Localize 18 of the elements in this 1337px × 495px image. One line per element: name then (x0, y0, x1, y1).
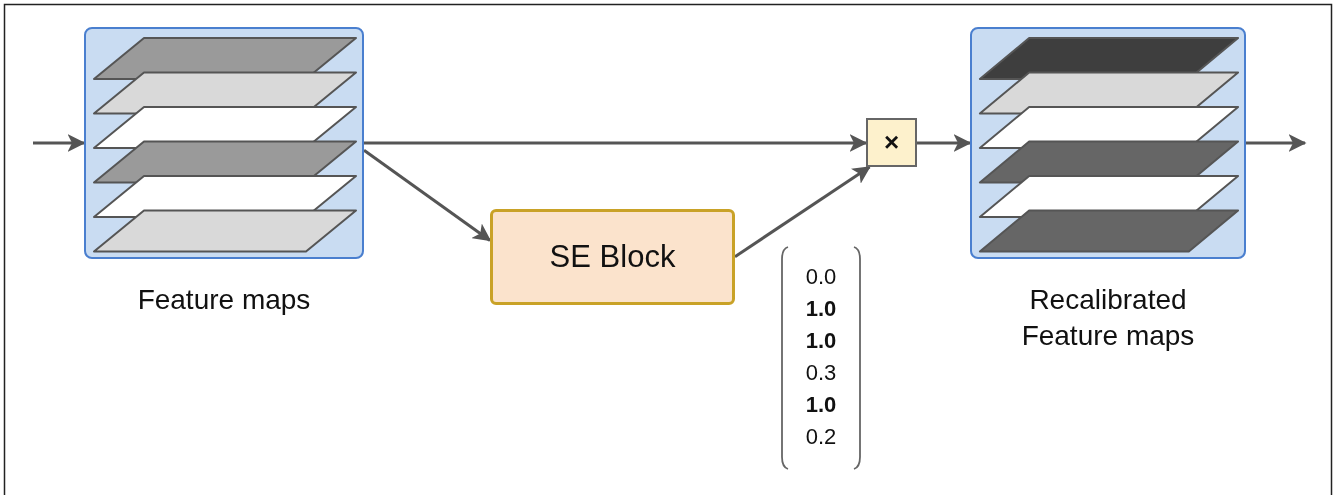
multiply-sign: × (883, 127, 900, 158)
arrow (917, 134, 972, 152)
arrow (363, 148, 492, 242)
node-label: Feature maps (136, 283, 312, 317)
weight-value: 0.0 (804, 263, 838, 291)
arrow (33, 134, 86, 152)
weight-value: 0.2 (804, 423, 838, 451)
weight-value: 1.0 (804, 391, 838, 419)
arrow (1246, 134, 1307, 152)
weight-value: 1.0 (804, 327, 838, 355)
node-label: Recalibrated Feature maps (1020, 283, 1196, 353)
weight-value: 1.0 (804, 295, 838, 323)
block-label: SE Block (549, 239, 676, 275)
multiply-box (866, 118, 917, 167)
arrow (364, 134, 868, 152)
arrow (734, 165, 871, 258)
weight-value: 0.3 (804, 359, 838, 387)
process-box (490, 209, 735, 305)
